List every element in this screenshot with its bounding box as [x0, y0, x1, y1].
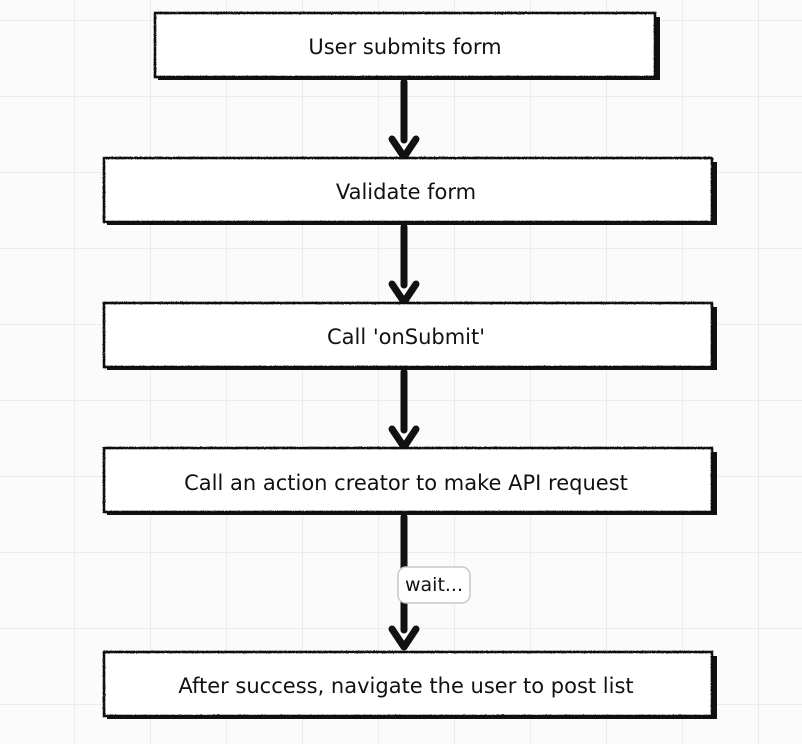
connector-3	[388, 368, 420, 451]
wait-note-box	[397, 566, 471, 604]
step-call-onsubmit: Call 'onSubmit'	[102, 301, 717, 370]
step-user-submits-form: User submits form	[153, 11, 660, 80]
arrowhead	[388, 625, 420, 651]
step-box	[102, 301, 714, 369]
step-validate-form: Validate form	[102, 156, 717, 225]
step-label: After success, navigate the user to post…	[178, 674, 633, 698]
step-box	[153, 11, 657, 79]
step-box	[102, 650, 714, 718]
wait-note: wait...	[397, 566, 471, 604]
step-call-action-creator: Call an action creator to make API reque…	[102, 446, 717, 515]
step-label: Call 'onSubmit'	[327, 325, 485, 349]
step-label: Validate form	[336, 180, 476, 204]
step-label: User submits form	[308, 35, 501, 59]
connector-1	[388, 78, 420, 161]
step-box	[102, 446, 714, 514]
connector-2	[388, 223, 420, 306]
step-after-success-navigate: After success, navigate the user to post…	[102, 650, 717, 719]
step-box	[102, 156, 714, 224]
step-label: Call an action creator to make API reque…	[184, 471, 628, 495]
wait-note-label: wait...	[405, 574, 463, 596]
